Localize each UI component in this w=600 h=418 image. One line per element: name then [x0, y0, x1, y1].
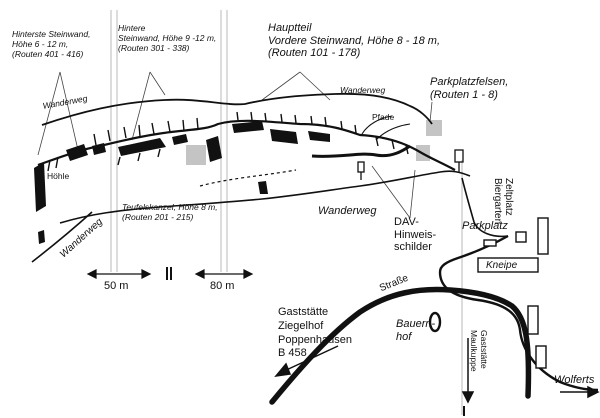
area-title: Hinterste Steinwand,	[12, 29, 91, 39]
label-kneipe: Kneipe	[486, 260, 518, 271]
trail-dashed	[199, 169, 297, 187]
hiking-trail-left	[31, 211, 93, 263]
label-bauernhof: Bauern- hof	[396, 318, 435, 343]
building-icons	[477, 217, 549, 369]
label-hoehle: Höhle	[47, 171, 70, 181]
area-title: Parkplatzfelsen,	[430, 76, 509, 88]
area-title: Hauptteil	[268, 22, 312, 34]
leader-lines	[37, 71, 433, 219]
dav-line: Hinweis-	[394, 228, 437, 241]
label-wanderweg-top-right: Wanderweg	[340, 85, 386, 95]
trail-lower-main	[311, 144, 411, 158]
maulkuppe-line: Gaststätte	[479, 330, 489, 369]
bauernhof-line: hof	[396, 330, 412, 343]
label-hinterste-steinwand: Hinterste Steinwand, Höhe 6 - 12 m, (Rou…	[12, 29, 91, 59]
area-routes: (Routen 201 - 215)	[122, 211, 194, 222]
label-zeltplatz-biergarten: Zeltplatz Biergarten	[492, 178, 514, 224]
zeltplatz-line: Zeltplatz	[503, 178, 514, 216]
cliff-ticks	[47, 111, 409, 172]
area-markers	[186, 120, 442, 165]
ziegelhof-line: B 458	[278, 347, 307, 360]
maulkuppe-line: Maulkuppe	[469, 330, 480, 372]
main-road	[269, 286, 532, 405]
label-pfade: Pfade	[372, 112, 395, 122]
bauernhof-marker	[428, 311, 442, 333]
area-height: Höhe 6 - 12 m,	[12, 38, 69, 49]
area-title: Teufelskanzel, Höhe 8 m,	[122, 202, 218, 212]
scale-label-50m: 50 m	[104, 280, 129, 292]
label-dav-hinweisschilder: DAV- Hinweis- schilder	[394, 216, 436, 254]
label-wolferts: Wolferts	[554, 374, 595, 386]
label-hauptteil: Hauptteil Vordere Steinwand, Höhe 8 - 18…	[268, 22, 440, 60]
rock-wall-sections	[34, 121, 330, 244]
label-parkplatz: Parkplatz	[462, 220, 508, 232]
area-subtitle: Vordere Steinwand, Höhe 8 - 18 m,	[268, 34, 441, 47]
label-gaststaette-maulkuppe: Gaststätte Maulkuppe	[468, 330, 489, 372]
section-divider-lines	[110, 10, 463, 415]
area-routes: (Routen 101 - 178)	[268, 47, 361, 60]
ziegelhof-line: Gaststätte	[278, 306, 329, 318]
ziegelhof-line: Ziegelhof	[278, 319, 324, 332]
area-routes: (Routen 401 - 416)	[12, 48, 84, 59]
dav-line: DAV-	[394, 216, 419, 228]
ziegelhof-line: Poppenhausen	[278, 333, 353, 346]
label-hintere-steinwand: Hintere Steinwand, Höhe 9 -12 m, (Routen…	[118, 23, 217, 53]
scale-bars	[86, 267, 465, 416]
scale-label-80m: 80 m	[210, 280, 235, 292]
area-routes: (Routen 1 - 8)	[430, 88, 498, 101]
bauernhof-line: Bauern-	[396, 318, 436, 330]
dav-sign-icons	[357, 149, 464, 180]
pfade-paths	[361, 115, 411, 141]
hiking-trail-top	[41, 92, 433, 126]
label-teufelskanzel: Teufelskanzel, Höhe 8 m, (Routen 201 - 2…	[122, 202, 218, 223]
area-height: Steinwand, Höhe 9 -12 m,	[118, 32, 217, 43]
parking-road	[461, 177, 509, 238]
label-parkplatzfelsen: Parkplatzfelsen, (Routen 1 - 8)	[430, 76, 508, 101]
zeltplatz-line: Biergarten	[492, 178, 503, 225]
area-routes: (Routen 301 - 338)	[118, 42, 190, 53]
direction-arrows	[274, 338, 600, 404]
hiking-trail-middle	[59, 170, 471, 224]
label-wanderweg-middle: Wanderweg	[318, 205, 377, 217]
road	[438, 234, 599, 392]
label-gaststaette-ziegelhof: Gaststätte Ziegelhof Poppenhausen B 458	[278, 306, 352, 361]
area-title: Hintere	[118, 23, 146, 33]
dav-line: schilder	[394, 241, 432, 254]
